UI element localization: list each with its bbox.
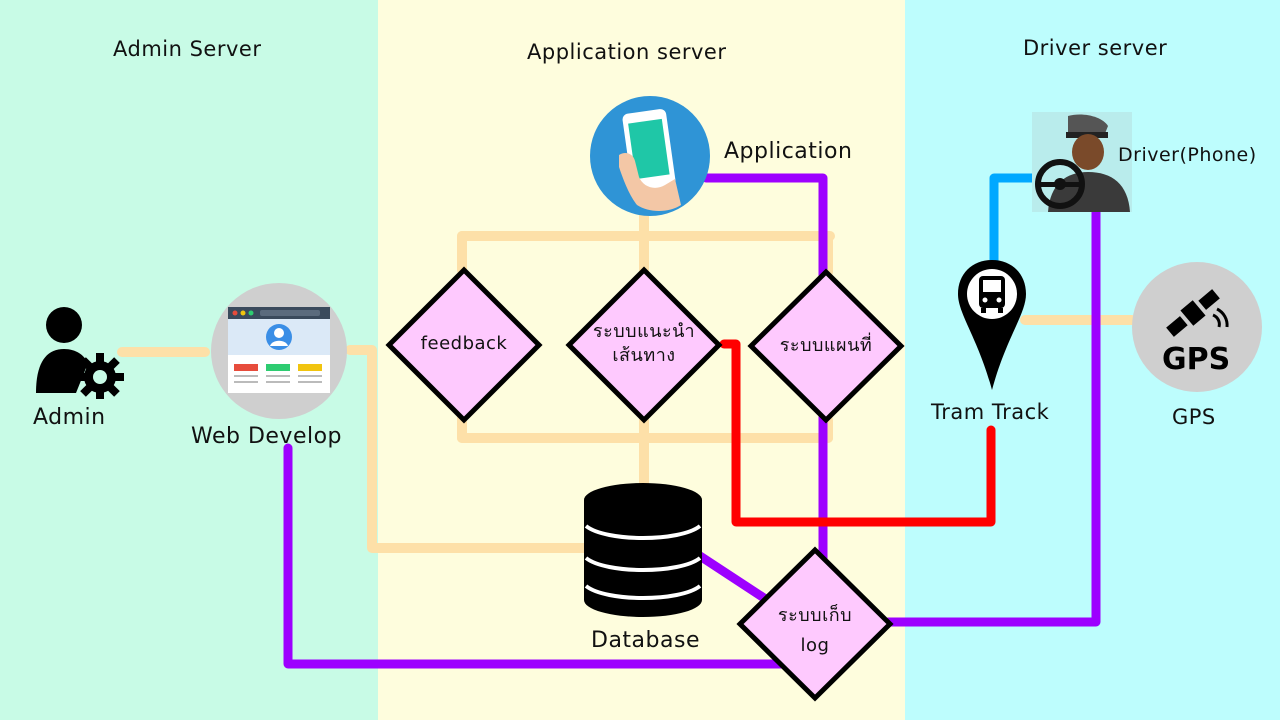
link-app-log <box>701 173 828 567</box>
log-module-line1: ระบบเก็บ <box>777 605 853 626</box>
link-database-log <box>695 551 769 603</box>
route-module-line1: ระบบแนะนำ <box>592 321 696 342</box>
application-label: Application <box>724 139 853 164</box>
feedback-diamond <box>385 266 543 424</box>
admin-user-gear-icon <box>36 307 124 399</box>
beige-links <box>117 210 1137 553</box>
route-module-label: ระบบแนะนำ เส้นทาง <box>574 320 714 368</box>
log-module-line2: log <box>800 635 830 656</box>
link-web-log <box>283 443 791 669</box>
gps-icon-text: GPS <box>1162 342 1231 377</box>
gps-satellite-icon <box>1132 262 1262 392</box>
log-diamond <box>736 546 894 702</box>
smartphone-app-icon <box>590 96 710 216</box>
tram-location-pin-icon <box>958 260 1026 390</box>
route-diamond <box>565 266 723 424</box>
link-tram-driver <box>989 173 1041 275</box>
driver-server-title: Driver server <box>1023 36 1168 60</box>
link-web-database <box>345 345 590 553</box>
purple-links <box>283 173 1101 669</box>
map-module-label: ระบบแผนที่ <box>779 335 873 356</box>
web-browser-icon <box>211 283 347 419</box>
feedback-module-label: feedback <box>420 333 508 354</box>
database-icon <box>584 483 702 617</box>
map-diamond <box>747 268 905 424</box>
admin-label: Admin <box>33 405 106 430</box>
database-label: Database <box>591 628 700 653</box>
link-route-tram <box>719 339 996 527</box>
route-module-line2: เส้นทาง <box>612 345 676 366</box>
tram-track-label: Tram Track <box>931 400 1050 424</box>
driver-steering-wheel-icon <box>1032 112 1132 212</box>
web-develop-label: Web Develop <box>191 424 343 449</box>
log-module-label: ระบบเก็บ log <box>750 601 880 661</box>
admin-server-title: Admin Server <box>113 37 262 61</box>
gps-label: GPS <box>1172 405 1216 429</box>
driver-phone-label: Driver(Phone) <box>1118 144 1257 166</box>
application-server-title: Application server <box>527 40 727 64</box>
link-driver-log <box>883 200 1101 627</box>
